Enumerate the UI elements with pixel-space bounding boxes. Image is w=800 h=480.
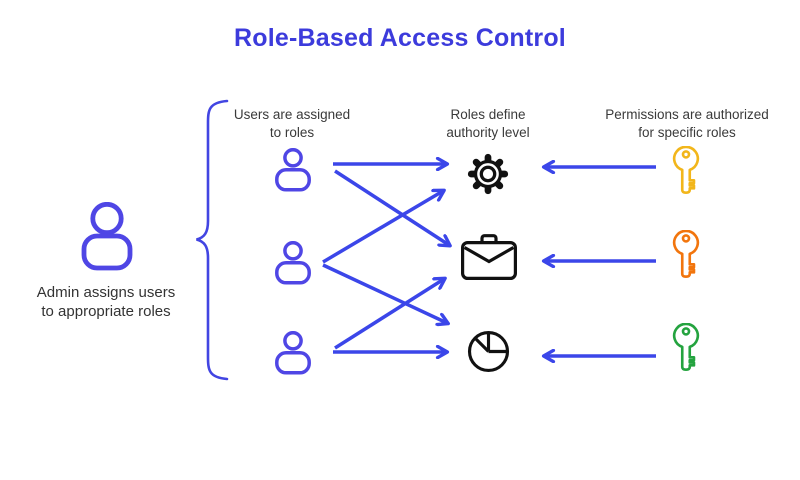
arrow-user2-role3 xyxy=(322,263,447,323)
briefcase-icon xyxy=(461,234,517,280)
gear-icon xyxy=(467,153,509,195)
arrow-user3-role2 xyxy=(334,279,444,350)
key-icon-green xyxy=(672,323,700,371)
column-label-roles: Roles define authority level xyxy=(446,107,530,140)
column-label-permissions: Permissions are authorized for specific … xyxy=(605,107,769,140)
key-icon-orange xyxy=(672,230,700,278)
admin-label: Admin assigns users to appropriate roles xyxy=(36,284,176,320)
pie-chart-icon xyxy=(467,330,510,373)
admin-person-icon xyxy=(81,202,133,271)
user-3-person-icon xyxy=(275,331,311,375)
key-icon-yellow xyxy=(672,146,700,194)
brace xyxy=(196,99,229,381)
page-title: Role-Based Access Control xyxy=(234,24,566,52)
arrow-user1-role2 xyxy=(334,169,449,245)
user-2-person-icon xyxy=(275,241,311,285)
column-label-users: Users are assigned to roles xyxy=(233,107,351,140)
user-1-person-icon xyxy=(275,148,311,192)
arrow-user2-role1 xyxy=(322,191,443,264)
